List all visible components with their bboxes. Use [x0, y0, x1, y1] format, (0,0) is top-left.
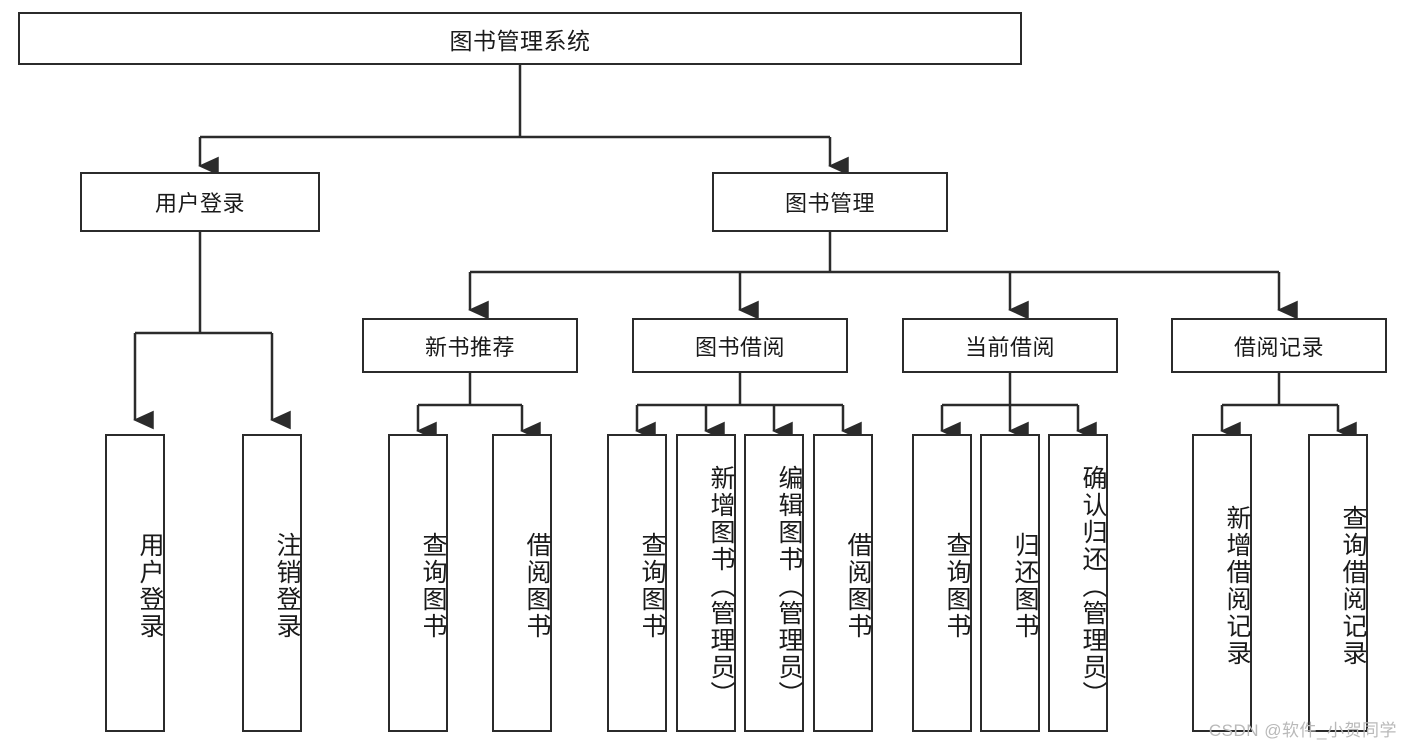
node-user-login[interactable]: 用户登录 — [80, 172, 320, 232]
node-new-book-recommend[interactable]: 新书推荐 — [362, 318, 578, 373]
node-book-borrow[interactable]: 图书借阅 — [632, 318, 848, 373]
node-label: 图书管理系统 — [449, 27, 591, 54]
node-label: 用户登录 — [154, 191, 245, 216]
node-label: 查询图书 — [419, 532, 447, 640]
leaf-new-book-query[interactable]: 查询图书 — [388, 434, 448, 732]
leaf-book-borrow-query[interactable]: 查询图书 — [607, 434, 667, 732]
leaf-book-borrow-borrow[interactable]: 借阅图书 — [813, 434, 873, 732]
node-label: 确认归还（管理员） — [1079, 464, 1107, 708]
node-current-borrow[interactable]: 当前借阅 — [902, 318, 1118, 373]
node-label: 借阅记录 — [1233, 334, 1324, 360]
node-label: 图书借阅 — [694, 334, 785, 360]
leaf-current-borrow-return[interactable]: 归还图书 — [980, 434, 1040, 732]
node-borrow-record[interactable]: 借阅记录 — [1171, 318, 1387, 373]
node-label: 查询图书 — [943, 532, 971, 640]
leaf-book-borrow-edit[interactable]: 编辑图书（管理员） — [744, 434, 804, 732]
csdn-watermark: CSDN @软件_小贺同学 — [1208, 721, 1397, 740]
node-label: 查询借阅记录 — [1339, 505, 1367, 667]
leaf-user-login-logout[interactable]: 注销登录 — [242, 434, 302, 732]
node-label: 查询图书 — [638, 532, 666, 640]
node-label: 图书管理 — [784, 191, 875, 216]
node-label: 新书推荐 — [424, 334, 515, 360]
node-book-management[interactable]: 图书管理 — [712, 172, 948, 232]
node-label: 注销登录 — [273, 532, 301, 640]
node-label: 归还图书 — [1011, 532, 1039, 640]
leaf-borrow-record-query[interactable]: 查询借阅记录 — [1308, 434, 1368, 732]
node-root-system[interactable]: 图书管理系统 — [18, 12, 1022, 65]
leaf-new-book-borrow[interactable]: 借阅图书 — [492, 434, 552, 732]
node-label: 编辑图书（管理员） — [775, 464, 803, 708]
node-label: 用户登录 — [136, 532, 164, 640]
node-label: 当前借阅 — [964, 334, 1055, 360]
leaf-borrow-record-add[interactable]: 新增借阅记录 — [1192, 434, 1252, 732]
leaf-current-borrow-query[interactable]: 查询图书 — [912, 434, 972, 732]
leaf-user-login-login[interactable]: 用户登录 — [105, 434, 165, 732]
leaf-book-borrow-add[interactable]: 新增图书（管理员） — [676, 434, 736, 732]
leaf-current-borrow-confirm-return[interactable]: 确认归还（管理员） — [1048, 434, 1108, 732]
node-label: 新增图书（管理员） — [707, 464, 735, 708]
node-label: 新增借阅记录 — [1223, 505, 1251, 667]
node-label: 借阅图书 — [523, 532, 551, 640]
node-label: 借阅图书 — [844, 532, 872, 640]
